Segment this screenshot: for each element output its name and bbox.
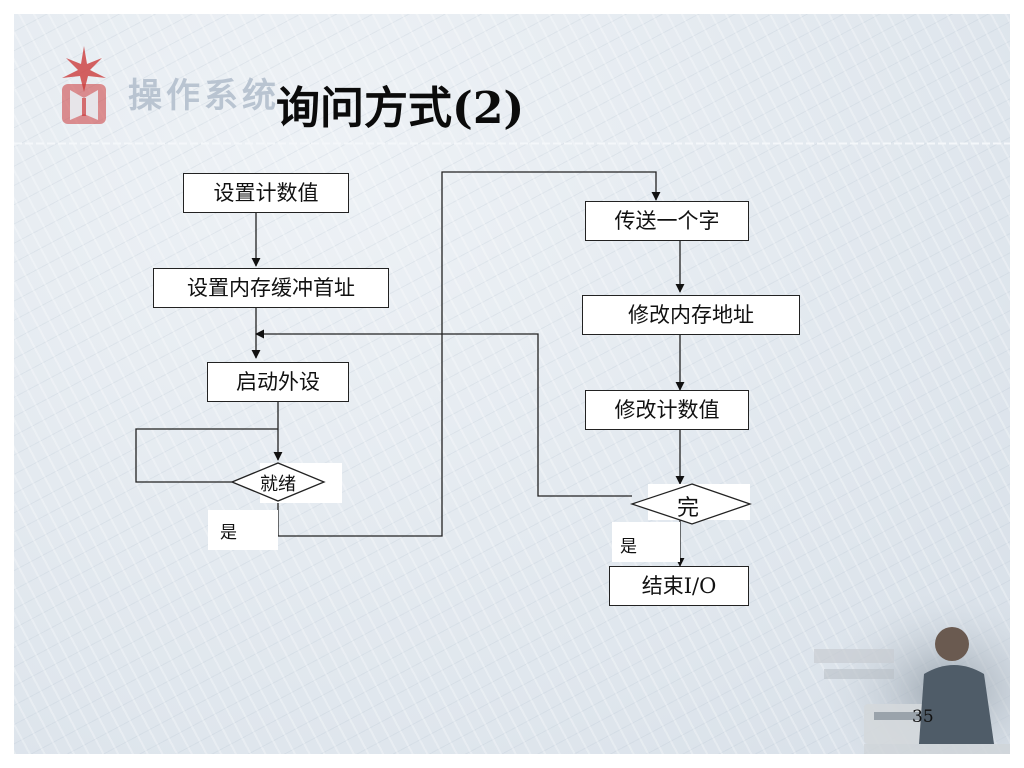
ready-decision-diamond	[230, 462, 326, 502]
operator-photo	[804, 594, 1010, 754]
title-divider	[14, 142, 1010, 145]
slide-background	[14, 14, 1010, 754]
set-count-box: 设置计数值	[183, 173, 349, 213]
logo-text: 操作系统	[128, 76, 280, 116]
ready-yes-label-box	[208, 510, 278, 550]
done-yes-label: 是	[620, 537, 637, 557]
ready-yes-label: 是	[220, 523, 237, 543]
slide-title: 询问方式(2)	[276, 83, 525, 134]
page-number: 35	[912, 707, 934, 727]
arrow-ready-wait-loop	[135, 428, 278, 483]
end-io-box: 结束I/O	[609, 566, 749, 606]
arrow-loop-back-merge	[255, 329, 632, 497]
transfer-char-box: 传送一个字	[585, 201, 749, 241]
start-device-box: 启动外设	[207, 362, 349, 402]
modify-address-box: 修改内存地址	[582, 295, 800, 335]
done-decision-diamond	[629, 483, 752, 525]
ready-decision-label: 就绪	[260, 474, 296, 495]
set-buffer-address-box: 设置内存缓冲首址	[153, 268, 389, 308]
logo-icon	[62, 46, 106, 124]
done-yes-label-box	[612, 522, 680, 562]
done-decision-label: 完	[676, 496, 699, 521]
modify-count-box: 修改计数值	[585, 390, 749, 430]
